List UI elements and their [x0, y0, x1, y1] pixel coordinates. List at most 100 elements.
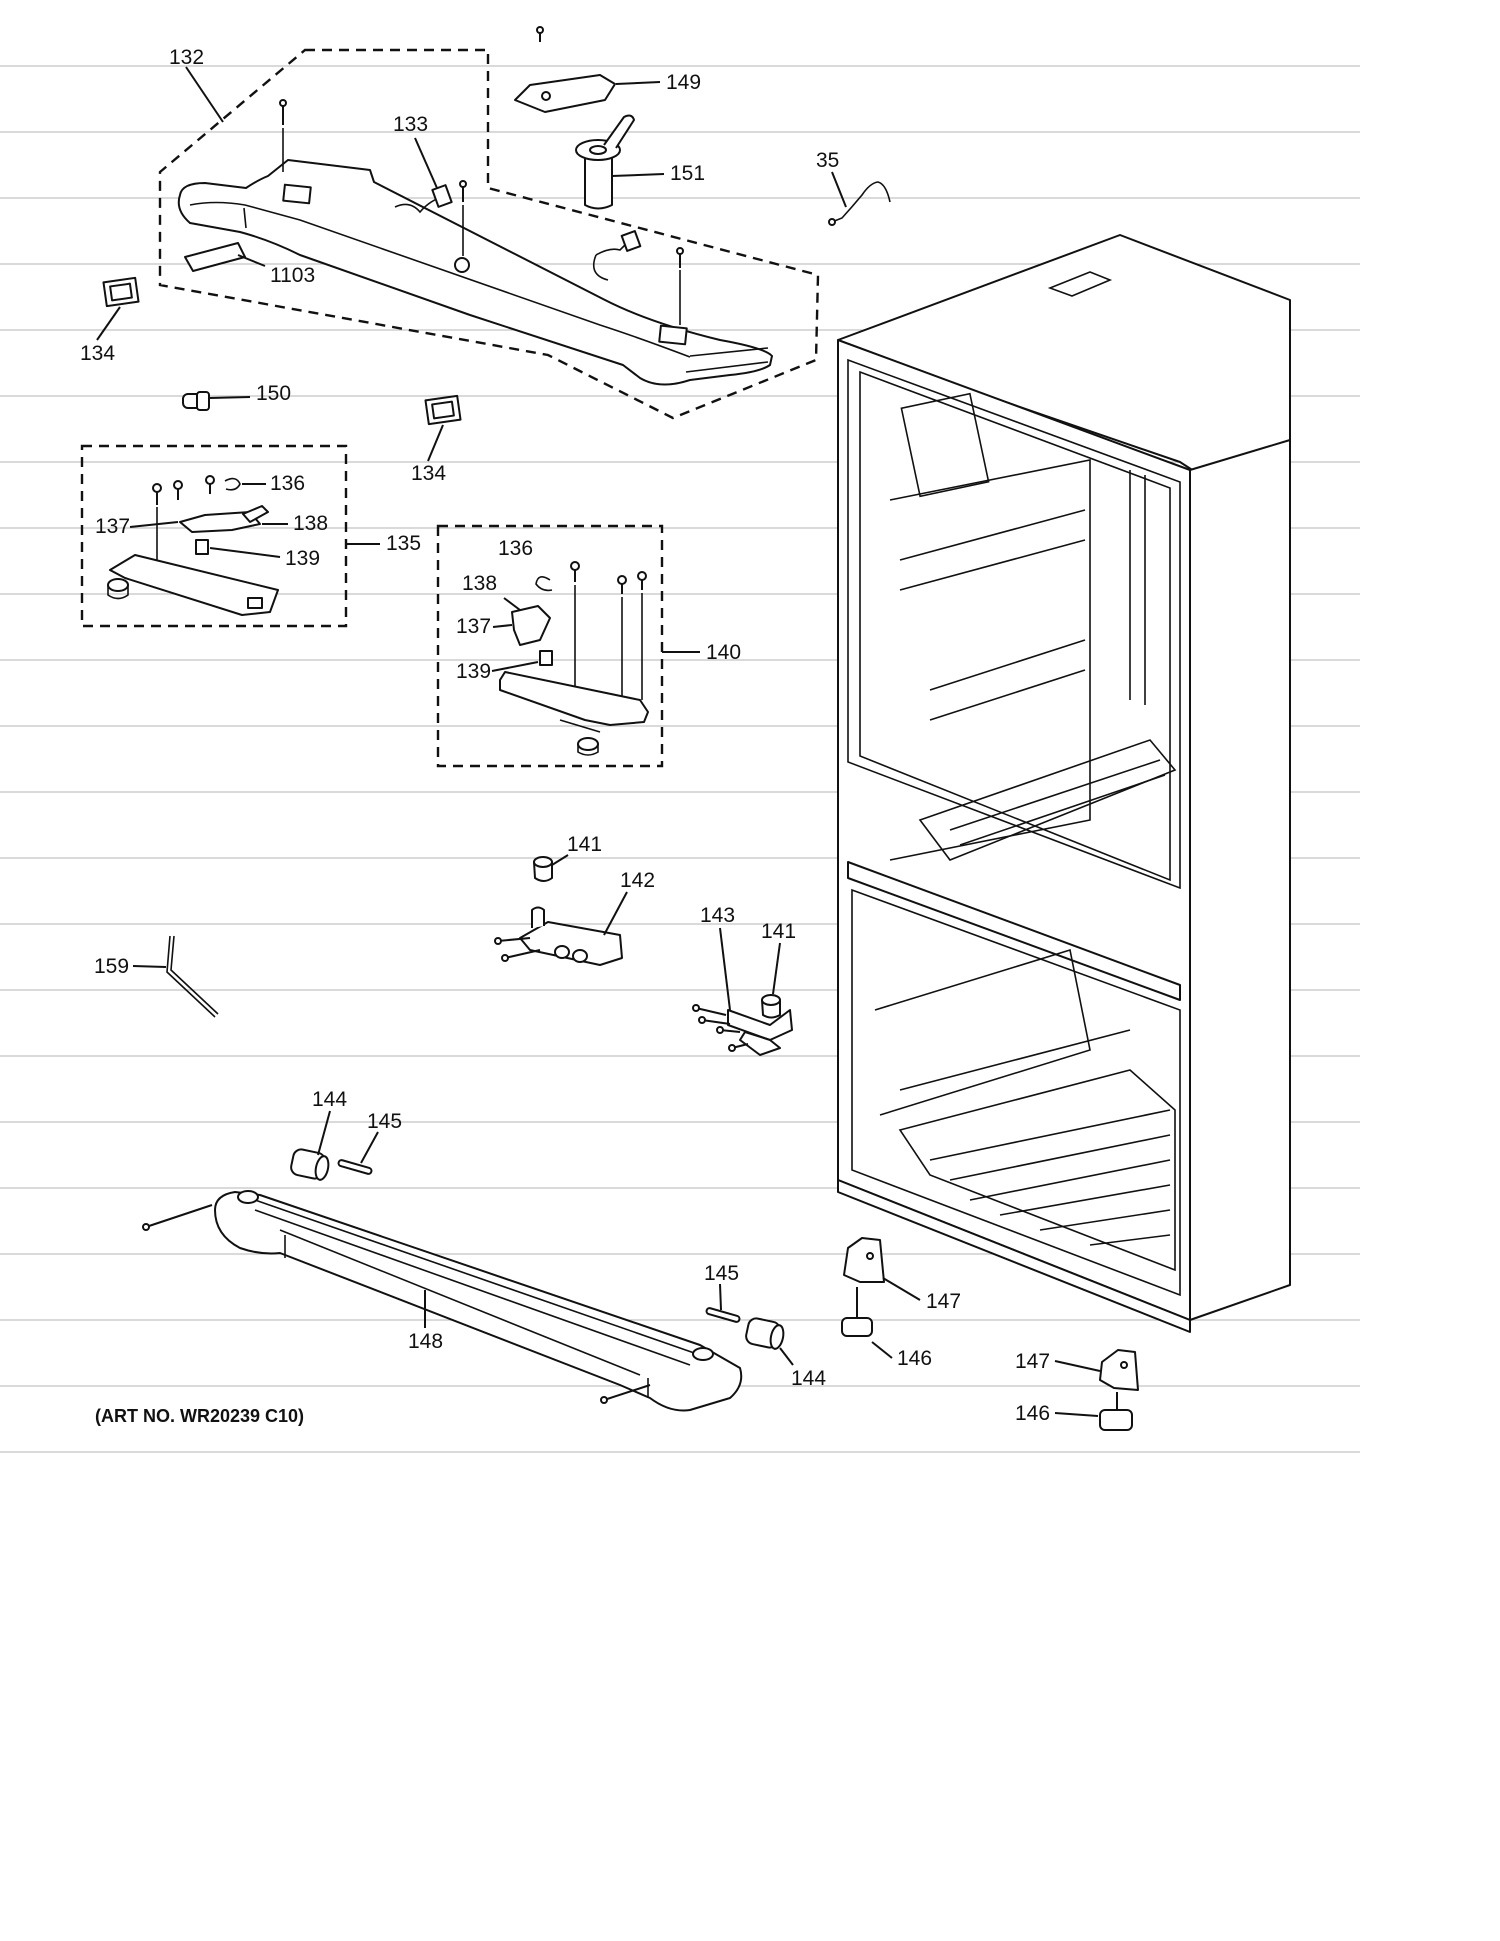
- screw-icon: [692, 1004, 727, 1016]
- axle-part-145: [337, 1159, 373, 1175]
- center-hinge-142: [494, 856, 623, 966]
- svg-text:137: 137: [95, 515, 130, 538]
- callout-132: 132: [169, 46, 224, 123]
- callout-138-right: 138: [462, 572, 521, 611]
- screw-icon: [637, 571, 647, 700]
- svg-text:137: 137: [456, 615, 491, 638]
- svg-text:159: 159: [94, 955, 129, 978]
- svg-text:141: 141: [761, 920, 796, 943]
- top-cover-part: [177, 159, 773, 386]
- callout-136-right: 136: [498, 537, 533, 560]
- cover-plate-149: [514, 26, 616, 113]
- damper-part-151: [575, 114, 635, 210]
- svg-text:134: 134: [411, 462, 446, 485]
- assembly-boundary-132: [158, 48, 820, 420]
- screw-icon: [152, 483, 162, 560]
- svg-text:136: 136: [498, 537, 533, 560]
- screw-icon: [698, 1016, 731, 1025]
- hex-key-part-159: [166, 935, 219, 1018]
- callout-141-center: 141: [551, 833, 602, 866]
- bushing-part-134: [424, 394, 462, 426]
- left-hinge-assembly-135: [80, 444, 348, 628]
- callout-145-top: 145: [360, 1110, 402, 1164]
- callout-139-right: 139: [456, 660, 539, 683]
- svg-text:149: 149: [666, 71, 701, 94]
- callout-150: 150: [209, 382, 291, 405]
- callout-133: 133: [393, 113, 438, 189]
- screw-icon: [142, 1204, 213, 1231]
- callout-144-bottom: 144: [779, 1347, 826, 1390]
- screw-icon: [716, 1026, 741, 1034]
- svg-text:145: 145: [704, 1262, 739, 1285]
- callout-140: 140: [662, 641, 741, 664]
- screw-icon: [600, 1384, 651, 1404]
- label-strip-part: [184, 242, 246, 272]
- callout-134-left: 134: [80, 306, 121, 365]
- callout-35: 35: [816, 149, 847, 208]
- svg-text:139: 139: [456, 660, 491, 683]
- screw-icon: [459, 180, 467, 256]
- right-hinge-assembly-140: [436, 524, 664, 768]
- svg-text:35: 35: [816, 149, 839, 172]
- screw-icon: [494, 937, 531, 945]
- svg-text:132: 132: [169, 46, 204, 69]
- screw-icon: [570, 561, 580, 690]
- callout-134-center: 134: [411, 424, 446, 485]
- callout-1103: 1103: [237, 254, 315, 287]
- bushing-part-134: [102, 276, 140, 308]
- svg-text:147: 147: [1015, 1350, 1050, 1373]
- screw-icon: [676, 247, 684, 325]
- leveling-foot-146: [1099, 1392, 1133, 1431]
- callout-137-right: 137: [456, 615, 513, 638]
- art-number-label: (ART NO. WR20239 C10): [95, 1406, 304, 1426]
- screw-icon: [728, 1043, 749, 1052]
- callout-143: 143: [700, 904, 735, 1011]
- callout-149: 149: [615, 71, 701, 94]
- assembly-boundary-140: [436, 524, 664, 768]
- callout-142: 142: [603, 869, 655, 936]
- screw-icon: [279, 99, 287, 172]
- svg-text:134: 134: [80, 342, 115, 365]
- svg-text:148: 148: [408, 1330, 443, 1353]
- svg-text:147: 147: [926, 1290, 961, 1313]
- base-grille-148: [142, 1190, 743, 1412]
- callout-146-bottom: 146: [1015, 1402, 1099, 1425]
- callout-138-left: 138: [262, 512, 328, 535]
- svg-text:151: 151: [670, 162, 705, 185]
- roller-part-144: [745, 1317, 785, 1350]
- callout-137-left: 137: [95, 515, 179, 538]
- roller-part-144: [290, 1148, 330, 1181]
- axle-part-145: [705, 1307, 741, 1323]
- svg-text:146: 146: [1015, 1402, 1050, 1425]
- svg-text:135: 135: [386, 532, 421, 555]
- callout-136-left: 136: [242, 472, 305, 495]
- svg-text:150: 150: [256, 382, 291, 405]
- callout-151: 151: [611, 162, 705, 185]
- callout-144-top: 144: [312, 1088, 347, 1156]
- callout-147-bottom: 147: [1015, 1350, 1101, 1373]
- callout-141-right: 141: [761, 920, 796, 995]
- callout-147-top: 147: [882, 1277, 961, 1313]
- callout-146-top: 146: [871, 1341, 932, 1370]
- svg-text:144: 144: [312, 1088, 347, 1111]
- fitting-part-150: [182, 391, 210, 411]
- screw-icon: [617, 575, 627, 700]
- svg-text:1103: 1103: [270, 264, 315, 287]
- leveling-foot-146: [841, 1287, 873, 1337]
- svg-text:136: 136: [270, 472, 305, 495]
- svg-text:138: 138: [462, 572, 497, 595]
- screw-icon: [205, 475, 215, 494]
- svg-text:139: 139: [285, 547, 320, 570]
- callout-159: 159: [94, 955, 167, 978]
- screw-icon: [501, 949, 541, 962]
- svg-text:133: 133: [393, 113, 428, 136]
- svg-text:143: 143: [700, 904, 735, 927]
- svg-text:142: 142: [620, 869, 655, 892]
- callout-145-bottom: 145: [704, 1262, 739, 1311]
- callout-148: 148: [408, 1290, 443, 1353]
- svg-text:140: 140: [706, 641, 741, 664]
- svg-text:144: 144: [791, 1367, 826, 1390]
- leveling-bracket-147: [1099, 1349, 1139, 1391]
- svg-text:141: 141: [567, 833, 602, 856]
